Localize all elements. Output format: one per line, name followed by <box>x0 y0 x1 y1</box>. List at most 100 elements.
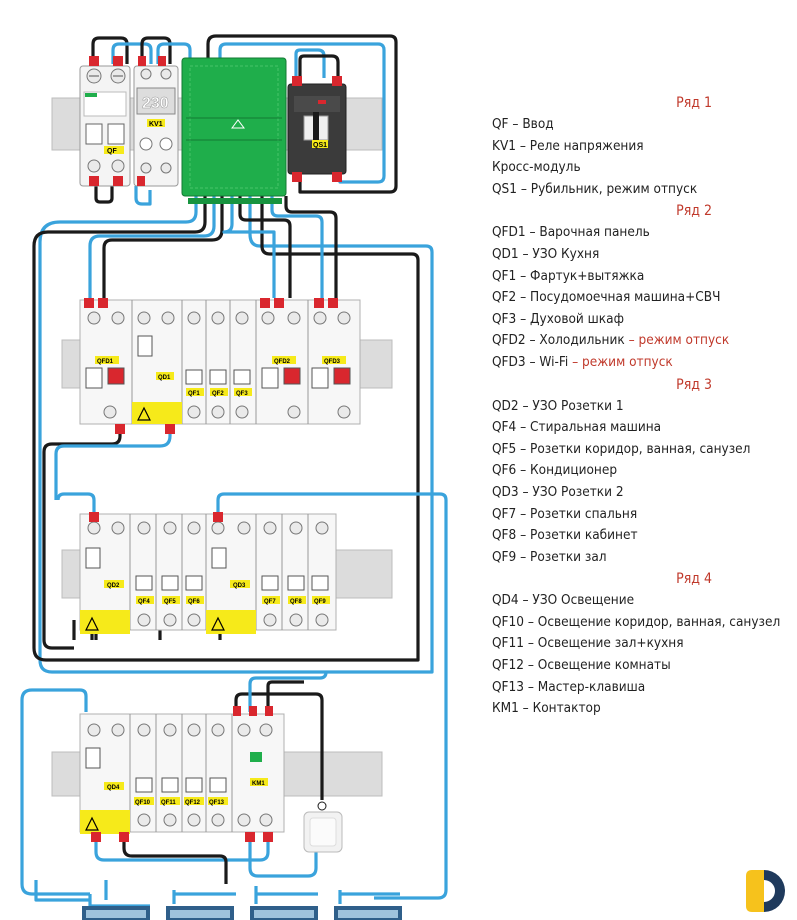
wire <box>216 492 448 900</box>
qf13-label: QF13 <box>209 800 225 806</box>
legend-item: KV1 – Реле напряжения <box>492 136 782 158</box>
legend-row-title: Ряд 2 <box>492 200 782 222</box>
legend-item: QF13 – Мастер-клавиша <box>492 677 782 699</box>
wire <box>20 700 90 896</box>
legend-item: QF4 – Стиральная машина <box>492 417 782 439</box>
wire <box>94 836 270 862</box>
legend-text: Ряд 4 <box>676 571 712 588</box>
legend-text: QS1 – Рубильник, режим отпуск <box>492 180 698 197</box>
legend-text: QF11 – Освещение зал+кухня <box>492 635 684 652</box>
qd2-label: QD2 <box>107 583 120 589</box>
legend-item: QF1 – Фартук+вытяжка <box>492 266 782 288</box>
legend-text: QF10 – Освещение коридор, ванная, санузе… <box>492 613 781 630</box>
qd1-label: QD1 <box>158 375 171 381</box>
wire <box>294 48 326 80</box>
legend-item: QD4 – УЗО Освещение <box>492 590 782 612</box>
legend-text: QFD2 – Холодильник <box>492 332 625 349</box>
wiring-diagram: QF 230 KV1 <box>20 34 448 920</box>
legend-row-title: Ряд 3 <box>492 374 782 396</box>
legend-item: QF9 – Розетки зал <box>492 547 782 569</box>
row3: QD2 QF4 QF5 QF6 QD3 QF7 QF8 QF9 <box>79 512 337 634</box>
legend-item: QF7 – Розетки спальня <box>492 504 782 526</box>
qf12-label: QF12 <box>185 800 201 806</box>
legend-text: QF1 – Фартук+вытяжка <box>492 267 645 284</box>
wire <box>206 34 398 194</box>
wire <box>122 836 228 884</box>
qs1-switch: QS1 <box>287 76 347 182</box>
legend-text: QF13 – Мастер-клавиша <box>492 678 646 695</box>
legend-item: QF6 – Кондиционер <box>492 460 782 482</box>
wire <box>54 428 172 500</box>
qf9-label: QF9 <box>314 599 326 605</box>
legend-row-title: Ряд 4 <box>492 568 782 590</box>
wire <box>88 892 400 908</box>
qs1-label: QS1 <box>313 142 327 149</box>
legend-text: QF6 – Кондиционер <box>492 462 618 479</box>
wire <box>284 196 338 298</box>
qf5-label: QF5 <box>164 599 176 605</box>
legend-note: – режим отпуск <box>624 332 730 349</box>
legend-text: Ряд 3 <box>676 376 712 393</box>
wire <box>270 196 324 298</box>
wire <box>266 680 304 712</box>
wire <box>140 36 172 64</box>
legend-text: QF3 – Духовой шкаф <box>492 310 624 327</box>
row1: QF 230 KV1 <box>79 56 347 204</box>
kv1-voltage-relay: 230 KV1 <box>133 56 179 187</box>
legend-text: QF8 – Розетки кабинет <box>492 527 638 544</box>
legend-item: QFD1 – Варочная панель <box>492 222 782 244</box>
legend-text: QD1 – УЗО Кухня <box>492 245 600 262</box>
legend-text: QFD3 – Wi-Fi <box>492 353 573 370</box>
wire <box>42 428 122 650</box>
qfd1-label: QFD1 <box>97 359 114 365</box>
bus-bars <box>82 906 402 920</box>
qd3-label: QD3 <box>233 583 246 589</box>
legend-item: QD3 – УЗО Розетки 2 <box>492 482 782 504</box>
wire <box>134 186 152 206</box>
legend-item: QFD3 – Wi-Fi – режим отпуск <box>492 352 782 374</box>
wire <box>20 688 88 712</box>
legend-item: КМ1 – Контактор <box>492 698 782 720</box>
qf1-label: QF1 <box>188 391 200 397</box>
wire <box>248 671 328 712</box>
legend-item: QF12 – Освещение комнаты <box>492 655 782 677</box>
qd4-label: QD4 <box>107 785 120 791</box>
cross-module <box>181 57 287 204</box>
legend-text: QD3 – УЗО Розетки 2 <box>492 483 624 500</box>
legend-text: QD4 – УЗО Освещение <box>492 592 635 609</box>
legend-item: QF10 – Освещение коридор, ванная, санузе… <box>492 612 782 634</box>
bus-bar <box>250 906 318 920</box>
wires <box>20 34 448 908</box>
brand-logo <box>746 870 785 912</box>
qf8-label: QF8 <box>290 599 302 605</box>
legend-text: Кросс-модуль <box>492 159 581 176</box>
qf4-label: QF4 <box>138 599 150 605</box>
legend-item: QFD2 – Холодильник – режим отпуск <box>492 330 782 352</box>
legend-note: – режим отпуск <box>572 353 673 370</box>
qfd2-label: QFD2 <box>274 359 291 365</box>
row4: QD4 QF10 QF11 QF12 QF13 KM1 <box>79 706 343 853</box>
legend-item: QF8 – Розетки кабинет <box>492 525 782 547</box>
legend-text: QF5 – Розетки коридор, ванная, санузел <box>492 440 751 457</box>
row2: QFD1 QD1 QF1 QF2 QF3 QFD2 QFD3 <box>79 298 361 434</box>
wire <box>56 492 96 514</box>
wire <box>91 36 129 64</box>
qfd3-label: QFD3 <box>324 359 341 365</box>
legend-text: QFD1 – Варочная панель <box>492 224 650 241</box>
wire <box>38 196 434 674</box>
legend-item: QF3 – Духовой шкаф <box>492 309 782 331</box>
bus-bar <box>166 906 234 920</box>
wire <box>248 840 318 878</box>
qf7-label: QF7 <box>264 599 276 605</box>
kv1-display: 230 <box>142 95 169 112</box>
legend-item: QD2 – УЗО Розетки 1 <box>492 396 782 418</box>
kv1-label: KV1 <box>149 121 163 128</box>
qf3-label: QF3 <box>236 391 248 397</box>
wire <box>102 196 224 298</box>
wire <box>222 196 276 298</box>
wire <box>238 196 292 298</box>
bus-bar <box>334 906 402 920</box>
legend-item: QF2 – Посудомоечная машина+СВЧ <box>492 287 782 309</box>
legend-text: QF9 – Розетки зал <box>492 548 607 565</box>
